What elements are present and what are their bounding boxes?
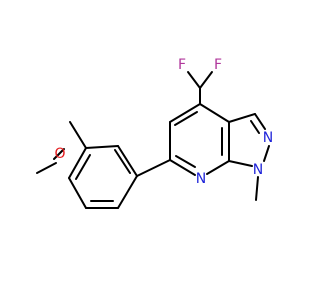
bond-c3a-c3 [228,113,256,123]
atom-label-n7: N [196,171,206,187]
bond-b3-o [69,121,87,149]
atom-label-f1: F [178,57,186,73]
bond-b3-b4-double [75,154,91,180]
bond-c4-c5 [169,103,201,123]
bond-n1-methyl [255,176,259,201]
bond-o-methyl-link [53,148,65,160]
bond-b6-b1 [117,175,138,209]
bond-n1-c7a [228,160,253,167]
bond-n7-c7a [206,160,230,175]
molecule-structure: F F O N N N [36,57,273,209]
atom-label-f2: F [214,57,222,73]
bond-c6-aryl [136,159,171,177]
bond-b4-b5 [68,177,87,209]
bond-c6-n7 [169,159,196,176]
bond-n2-n1 [263,145,270,162]
bond-b2-b3 [85,145,119,149]
atom-label-o1: O [54,146,65,162]
bond-c3a-c4 [199,103,230,123]
bond-o-methyl [36,162,57,174]
bond-c3-n2-double [250,120,260,134]
atom-label-n2: N [263,130,273,146]
bond-c4-c5-double [174,111,198,126]
atom-label-n1: N [253,162,263,178]
bond-c6-n7-double [175,155,196,168]
bond-b1-b2-double [114,149,131,174]
bond-b3-b4 [68,147,87,179]
bond-c3-n2 [254,113,266,130]
bond-b1-b2 [117,145,138,177]
bond-f1-chf [187,71,201,89]
bond-f2-chf [199,71,213,89]
